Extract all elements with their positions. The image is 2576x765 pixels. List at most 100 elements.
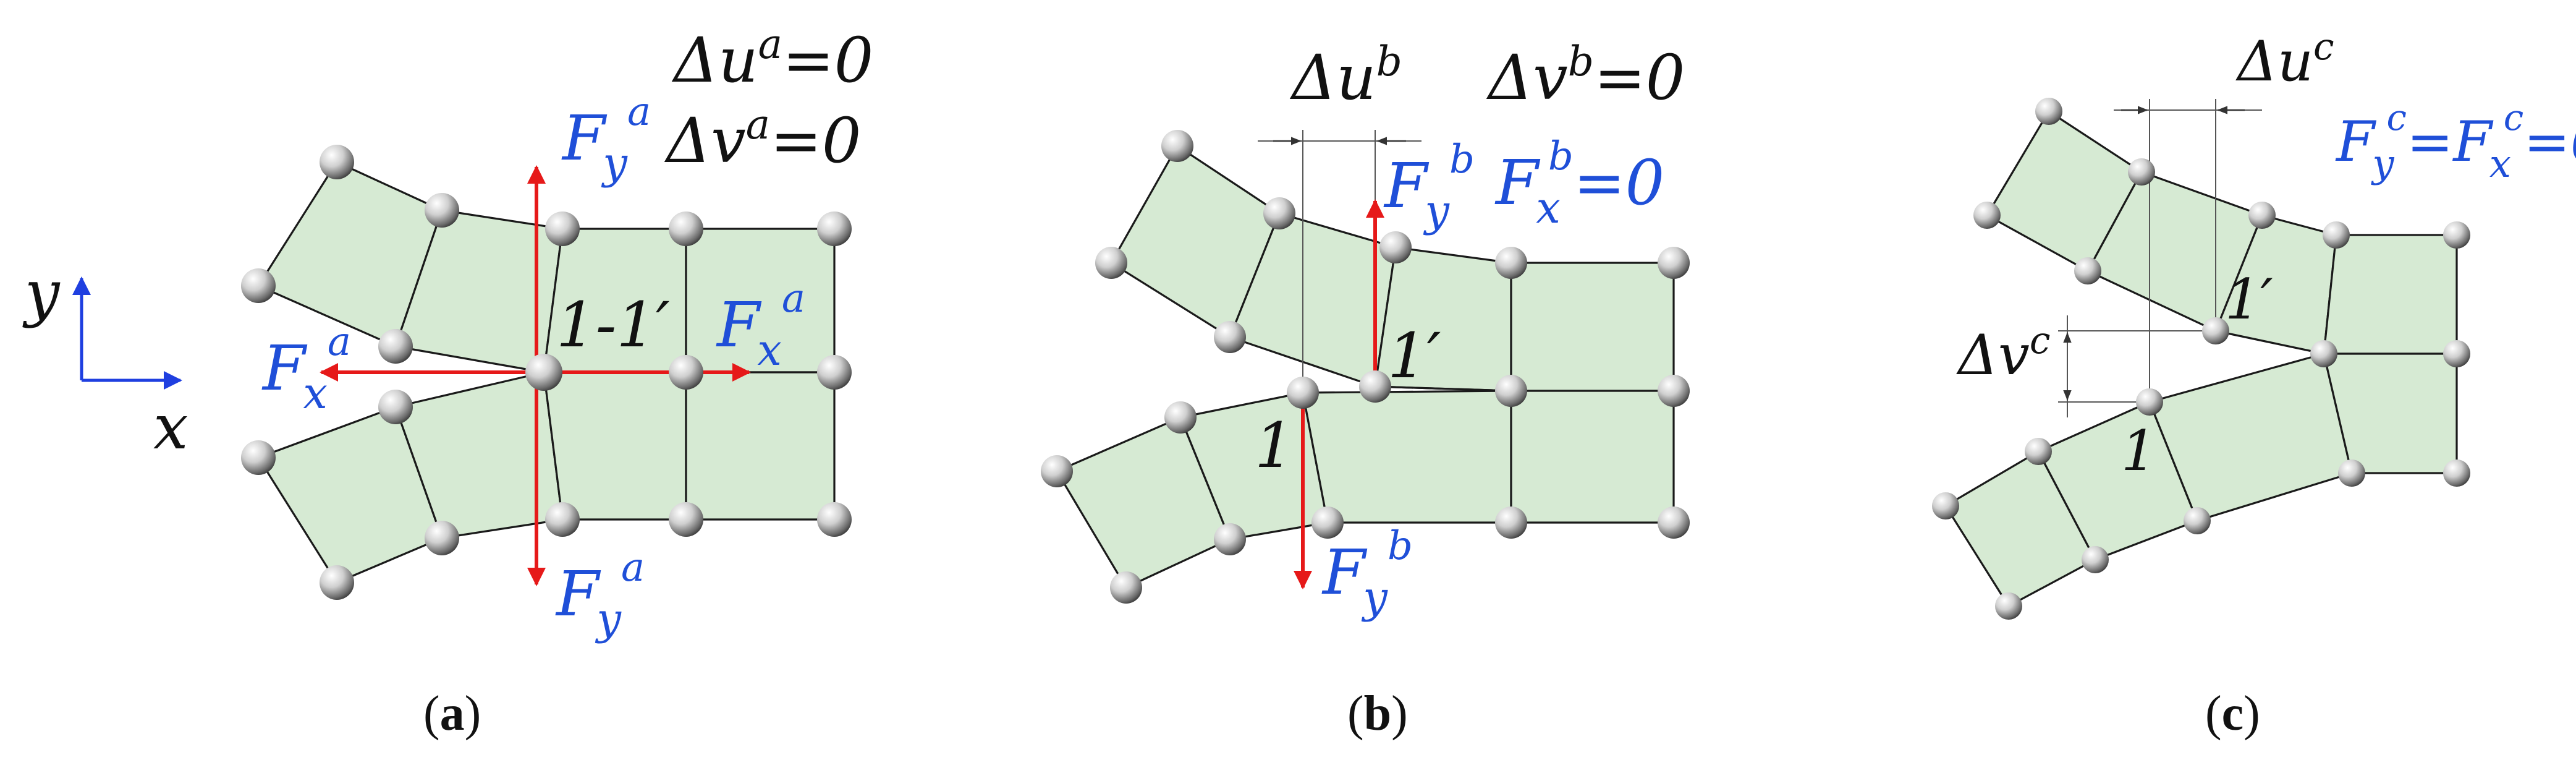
node — [1973, 202, 2001, 229]
equation-delta-u-b: Δub — [1289, 38, 1402, 114]
node — [320, 565, 354, 600]
node — [1658, 247, 1690, 279]
equation-delta-v-c: Δvc — [1956, 319, 2050, 388]
force-label-fy-top: Fya — [561, 89, 651, 189]
node-1prime — [1359, 370, 1391, 403]
panel-c-dimension — [2058, 99, 2262, 417]
force-label-fy-bottom: Fyb — [1321, 523, 1413, 623]
equation-delta-u-a: Δua=0 — [671, 20, 873, 96]
node-1-1prime — [525, 354, 562, 391]
element — [685, 371, 836, 521]
node — [1495, 506, 1527, 539]
node — [1932, 492, 1959, 519]
node — [1214, 523, 1246, 555]
force-label-fx-right: Fxa — [716, 276, 805, 375]
node — [545, 212, 580, 246]
force-label-fx-left: Fxa — [261, 319, 351, 419]
panel-a-caption: (a) — [423, 686, 481, 741]
node — [241, 440, 276, 475]
node — [1110, 571, 1142, 604]
panel-a-mesh — [257, 161, 836, 584]
node — [2248, 202, 2276, 229]
node — [425, 193, 459, 228]
panel-c-nodes — [1932, 98, 2470, 620]
element — [1510, 262, 1675, 392]
node — [2128, 158, 2155, 186]
node-1 — [1287, 377, 1319, 409]
element — [543, 371, 687, 521]
panel-a-forces — [320, 165, 751, 586]
y-axis-label: y — [22, 257, 61, 329]
element — [1302, 390, 1512, 524]
panel-c-labels: Δuc Fyc=Fxc=0 Δvc 1′ 1 — [1956, 25, 2576, 484]
panel-c: Δuc Fyc=Fxc=0 Δvc 1′ 1 (c) — [1932, 25, 2576, 741]
panel-b-caption: (b) — [1347, 686, 1408, 741]
node — [425, 521, 459, 555]
node — [2310, 340, 2337, 367]
panel-c-mesh — [1944, 110, 2458, 607]
node — [545, 502, 580, 537]
node — [1658, 506, 1690, 539]
node — [817, 212, 852, 246]
node — [241, 268, 276, 303]
x-axis-label: x — [153, 391, 188, 463]
node — [1658, 375, 1690, 407]
mesh-line — [1375, 385, 1512, 392]
node — [1214, 321, 1246, 353]
node — [817, 502, 852, 537]
panel-b: Δub Δvb=0 Fxb=0 Fyb 1′ 1 Fyb (b) — [1041, 38, 1690, 741]
equation-delta-v-a: Δva=0 — [664, 101, 862, 177]
panel-a: Δua=0 Δva=0 1-1′ Fya Fxa Fxa Fya (a) — [241, 20, 873, 741]
panel-a-nodes — [241, 145, 852, 600]
node — [1263, 197, 1295, 229]
force-label-fy-bottom: Fya — [555, 545, 645, 644]
node — [1041, 455, 1073, 487]
node — [669, 502, 703, 537]
panel-a-labels: Δua=0 Δva=0 1-1′ Fya Fxa Fxa Fya — [261, 20, 873, 644]
node — [1379, 231, 1412, 263]
panel-b-labels: Δub Δvb=0 Fxb=0 Fyb 1′ 1 Fyb — [1255, 38, 1685, 623]
node — [320, 145, 354, 179]
node — [817, 355, 852, 390]
node-label-1: 1 — [2121, 419, 2156, 484]
node — [2184, 507, 2211, 534]
equation-delta-u-c: Δuc — [2235, 25, 2334, 94]
node — [2338, 459, 2365, 487]
node — [2074, 257, 2101, 284]
node-label-1prime: 1′ — [1388, 320, 1441, 392]
node — [2443, 459, 2470, 487]
node — [1164, 401, 1197, 434]
equation-f-c: Fyc=Fxc=0 — [2335, 96, 2576, 186]
node — [2082, 546, 2109, 573]
node — [2035, 98, 2062, 125]
node-label-1-1prime: 1-1′ — [556, 289, 670, 361]
node — [2443, 340, 2470, 367]
node — [1161, 130, 1193, 162]
node — [1311, 506, 1344, 539]
panel-b-nodes — [1041, 130, 1690, 604]
node-1prime — [2202, 317, 2229, 344]
panel-b-forces — [1294, 199, 1384, 589]
node — [1995, 592, 2022, 620]
node — [1495, 247, 1527, 279]
panel-c-caption: (c) — [2205, 686, 2260, 741]
element — [2323, 234, 2458, 355]
node — [378, 329, 413, 364]
node — [669, 212, 703, 246]
node — [378, 390, 413, 424]
element — [1510, 390, 1675, 524]
equation-fx-b: Fxb=0 — [1494, 134, 1664, 233]
node — [2443, 221, 2470, 249]
node-1 — [2136, 388, 2163, 416]
force-label-fy-top: Fyb — [1383, 137, 1475, 236]
equation-delta-v-b: Δvb=0 — [1486, 38, 1685, 114]
node-label-1prime: 1′ — [2225, 267, 2273, 332]
node — [1495, 375, 1527, 407]
node — [2025, 438, 2052, 465]
node — [2323, 221, 2350, 249]
node-label-1: 1 — [1255, 409, 1294, 482]
node — [669, 355, 703, 390]
node — [1095, 247, 1127, 279]
coordinate-axes: y x — [22, 257, 188, 463]
